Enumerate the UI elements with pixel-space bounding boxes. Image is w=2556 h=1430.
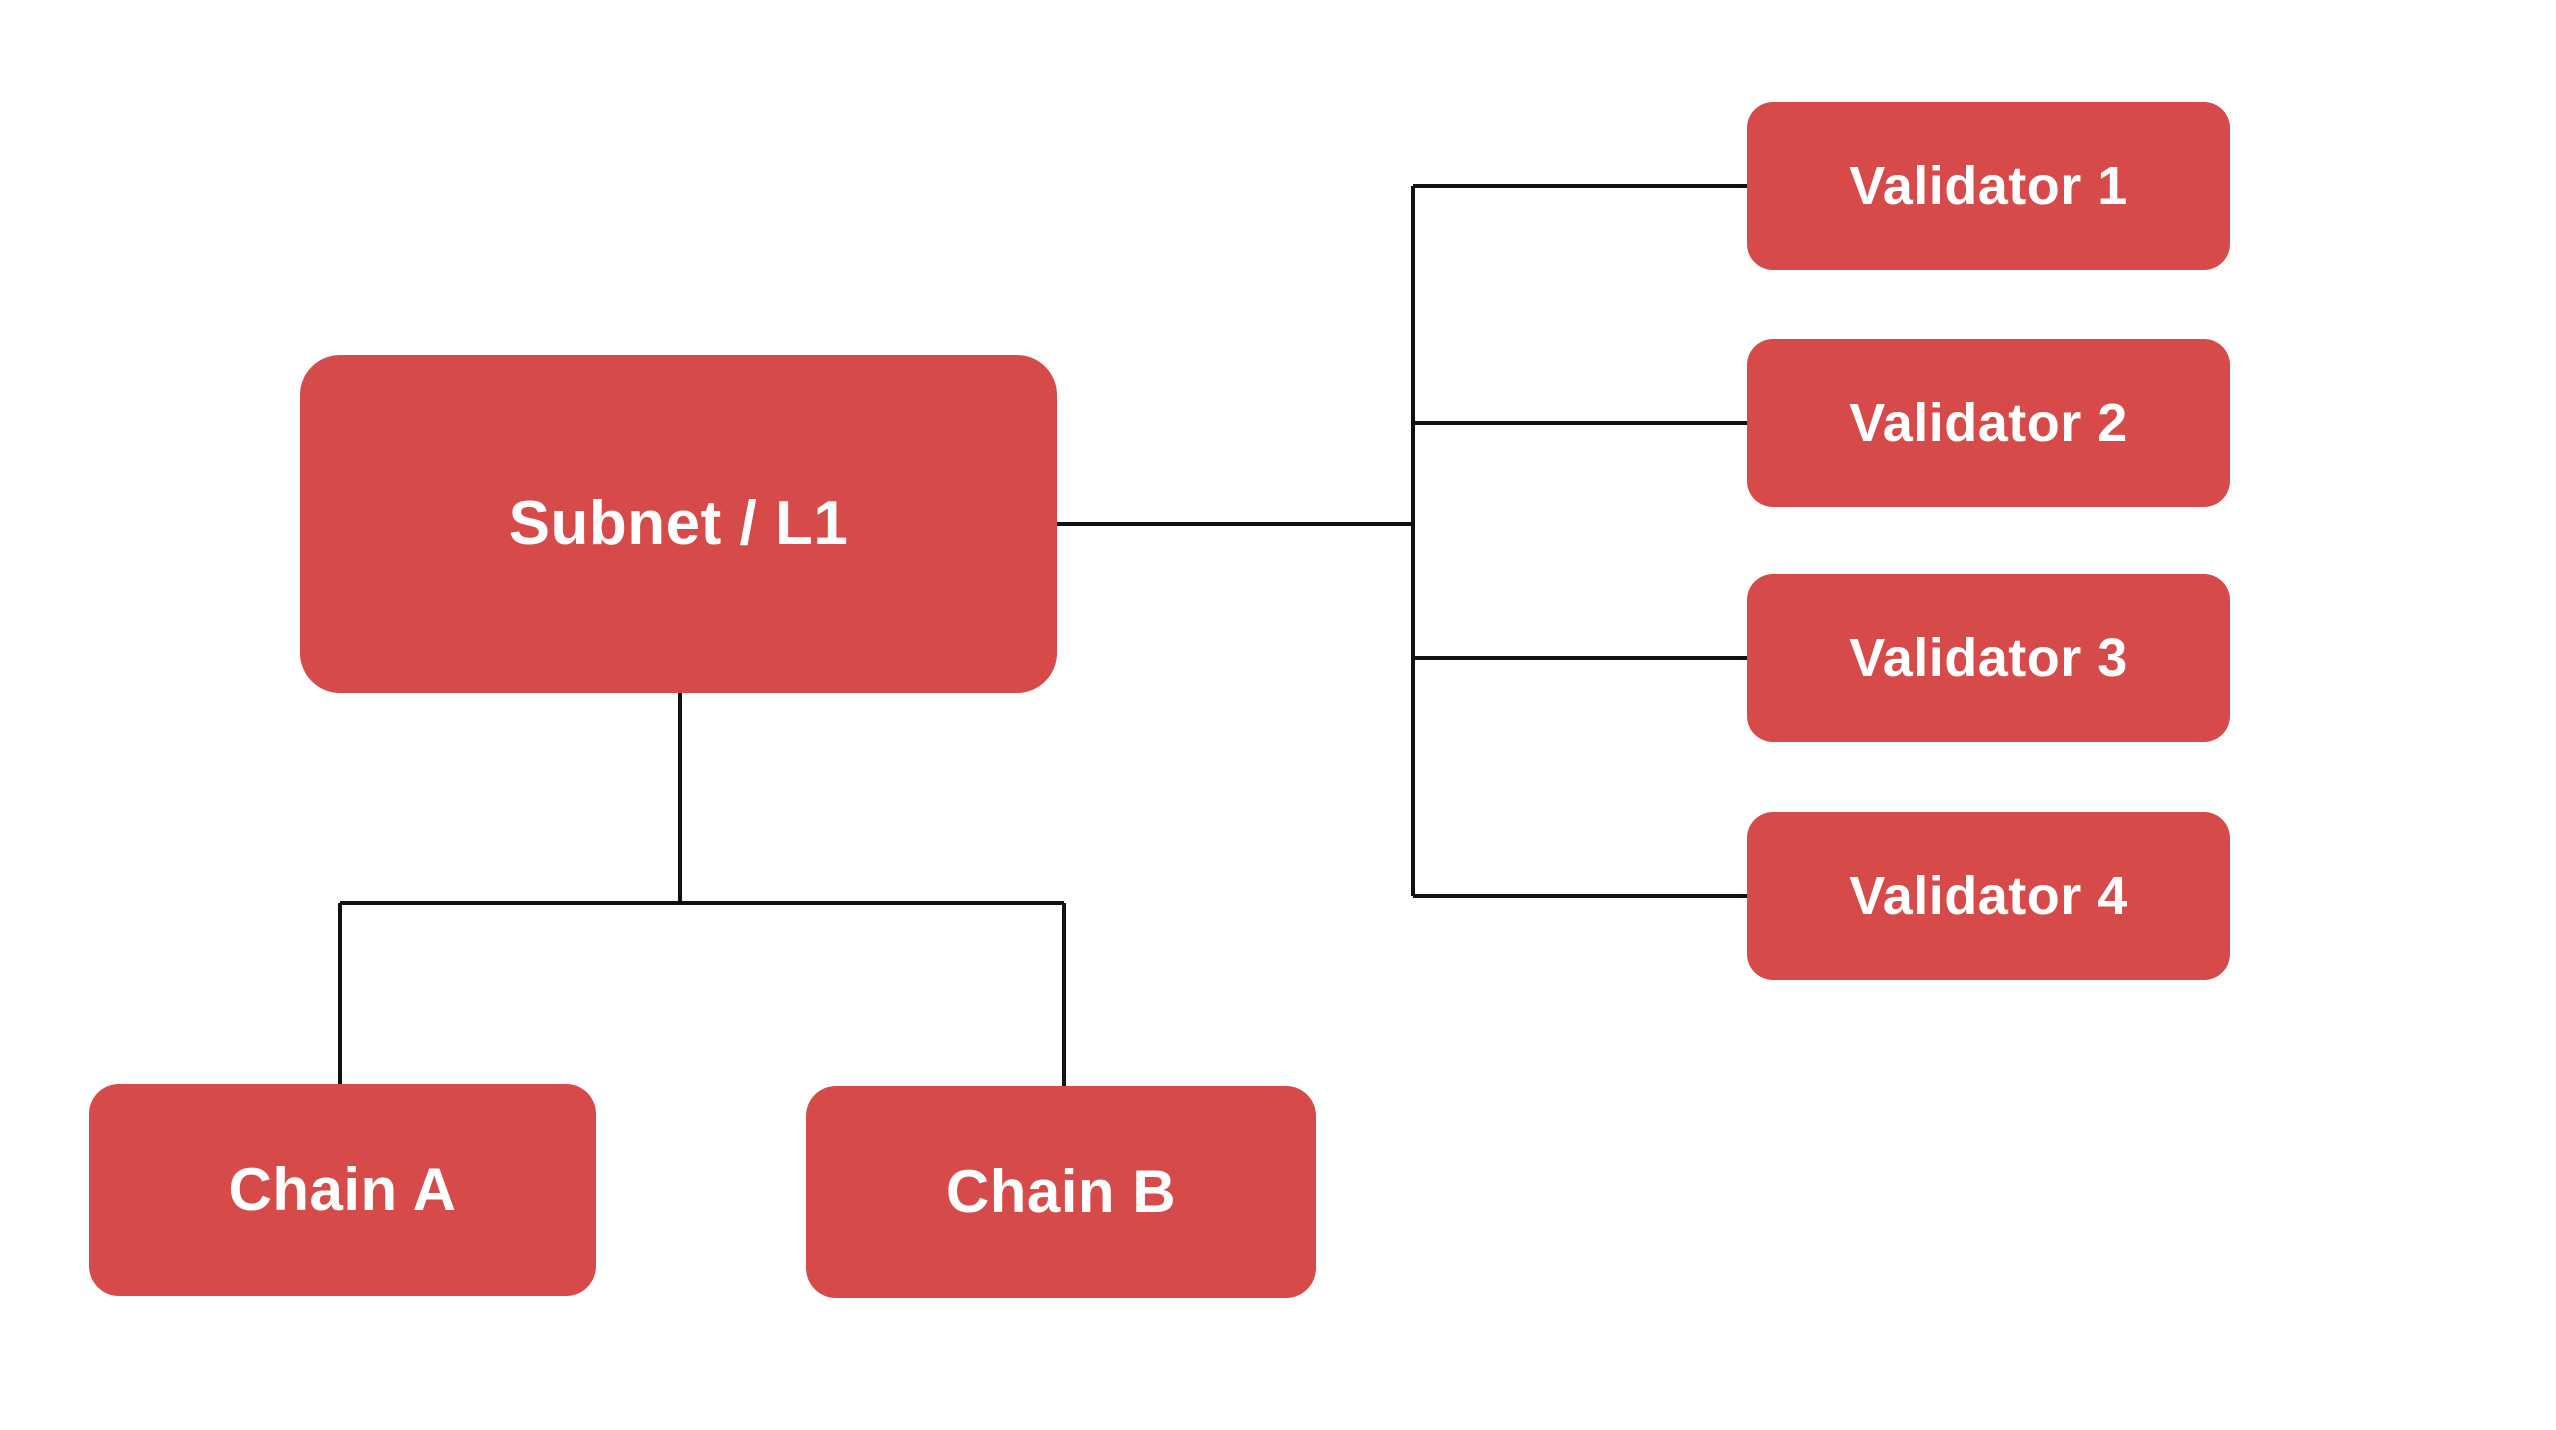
node-chain-b-label: Chain B <box>945 1158 1177 1225</box>
node-validator-4[interactable]: Validator 4 <box>1747 812 2230 980</box>
node-subnet-l1-label: Subnet / L1 <box>508 489 849 558</box>
node-validator-1[interactable]: Validator 1 <box>1747 102 2230 270</box>
node-chain-a-label: Chain A <box>228 1156 457 1223</box>
node-validator-2-label: Validator 2 <box>1849 393 2128 453</box>
node-validator-3[interactable]: Validator 3 <box>1747 574 2230 742</box>
node-chain-a[interactable]: Chain A <box>89 1084 596 1296</box>
node-chain-b[interactable]: Chain B <box>806 1086 1316 1298</box>
node-validator-2[interactable]: Validator 2 <box>1747 339 2230 507</box>
node-validator-4-label: Validator 4 <box>1849 866 2128 926</box>
node-validator-1-label: Validator 1 <box>1849 156 2128 216</box>
node-subnet-l1[interactable]: Subnet / L1 <box>300 355 1057 693</box>
node-validator-3-label: Validator 3 <box>1849 628 2128 688</box>
